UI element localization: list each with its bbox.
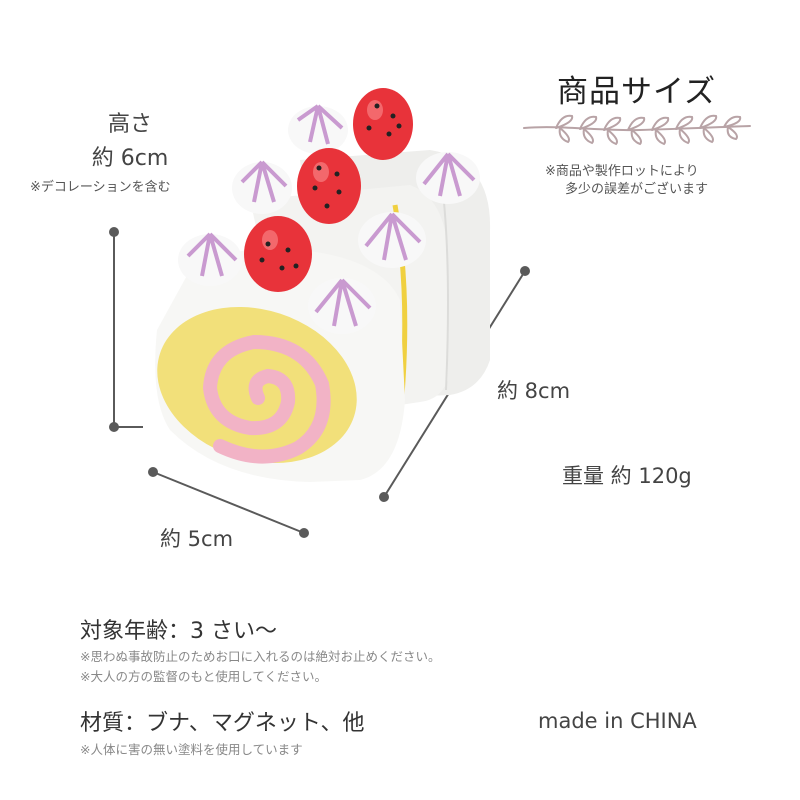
width-value: 約 5cm — [160, 527, 234, 551]
height-value: 約 6cm — [91, 146, 169, 171]
age-note-1: ※思わぬ事故防止のためお口に入れるのは絶対お止めください。 — [80, 649, 441, 664]
height-note: ※デコレーションを含む — [30, 180, 171, 195]
material-heading: 材質：ブナ、マグネット、他 — [80, 711, 365, 736]
height-label: 高さ — [107, 112, 152, 137]
strawberry-decorations — [244, 88, 413, 292]
size-disclaimer: ※商品や製作ロットにより 多少の誤差がございます — [545, 163, 708, 199]
age-heading: 対象年齢：3 さい～ — [80, 619, 277, 644]
height-label-block: 高さ 約 6cm — [40, 108, 220, 176]
origin-label: made in CHINA — [538, 709, 697, 733]
size-disclaimer-line2: 多少の誤差がございます — [565, 182, 709, 197]
weight-value: 重量 約 120g — [562, 464, 692, 488]
roll-cake-image — [155, 88, 491, 482]
meringue-decorations — [178, 104, 480, 334]
width-measure-line — [148, 467, 309, 538]
age-note-2: ※大人の方の監督のもと使用してください。 — [80, 669, 327, 684]
size-disclaimer-line1: ※商品や製作ロットにより — [545, 164, 699, 179]
height-measure-line — [109, 227, 143, 432]
leaf-vine-icon — [523, 114, 751, 146]
material-note: ※人体に害の無い塗料を使用しています — [80, 742, 303, 757]
page-title: 商品サイズ — [557, 74, 717, 110]
length-value: 約 8cm — [497, 379, 571, 403]
